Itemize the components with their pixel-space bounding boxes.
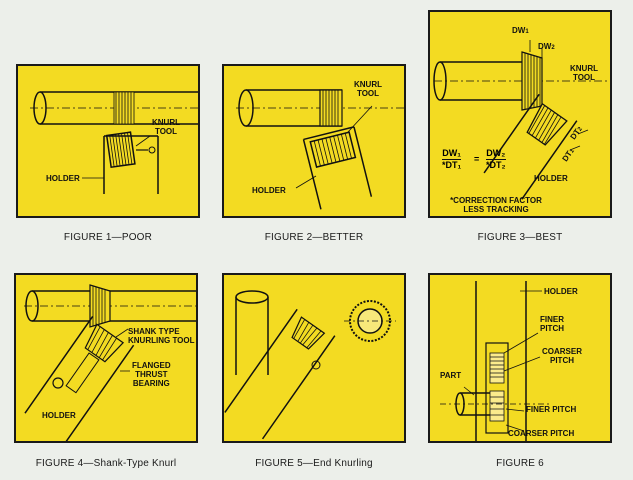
holder-label: HOLDER (534, 174, 568, 183)
figure-5-caption: FIGURE 5—End Knurling (255, 458, 373, 469)
ratio-left-top: DW₁ (442, 148, 461, 158)
dw1-label: DW1 (512, 26, 529, 35)
figure-1-drawing (30, 91, 198, 194)
knurl-tool-label: KNURL TOOL (152, 118, 180, 136)
figure-2-panel: KNURL TOOL HOLDER (222, 64, 406, 218)
figure-3-drawing (433, 40, 610, 200)
dw2-label: DW2 (538, 42, 555, 51)
ratio-left: DW₁ *DT₁ (442, 148, 462, 171)
figure-1-caption: FIGURE 1—POOR (63, 232, 153, 243)
figure-3-panel: DW1 DW2 KNURL TOOL DT2 DT1 HOLDER DW₁ *D… (428, 10, 612, 218)
coarser-pitch-label: COARSER PITCH (508, 429, 575, 438)
part-label: PART (440, 371, 462, 380)
coarser-pitch-top-label: COARSER PITCH (542, 347, 583, 365)
finer-pitch-label: FINER PITCH (526, 405, 577, 414)
figure-3-caption: FIGURE 3—BEST (477, 232, 563, 243)
shank-tool-label: SHANK TYPE KNURLING TOOL (128, 327, 195, 345)
knurl-tool-label: KNURL TOOL (354, 80, 382, 98)
figure-5-drawing (224, 290, 396, 440)
flanged-bearing-label: FLANGED THRUST BEARING (132, 361, 171, 388)
figure-6-drawing (440, 281, 550, 441)
ratio-right-top: DW₂ (486, 148, 506, 158)
figure-4-drawing (24, 284, 196, 441)
holder-label: HOLDER (252, 186, 286, 195)
figure-5-panel (222, 273, 406, 443)
correction-note: *CORRECTION FACTOR LESS TRACKING (450, 196, 542, 214)
holder-label: HOLDER (46, 174, 80, 183)
figure-1-panel: KNURL TOOL HOLDER (16, 64, 200, 218)
ratio-left-bottom: *DT₁ (442, 159, 462, 170)
holder-label: HOLDER (544, 287, 578, 296)
ratio-equals: = (474, 154, 480, 164)
ratio-right: DW₂ *DT₂ (486, 148, 506, 171)
figure-2-drawing (236, 89, 404, 210)
ratio-right-bottom: *DT₂ (486, 159, 506, 170)
figure-6-panel: HOLDER FINER PITCH COARSER PITCH PART FI… (428, 273, 612, 443)
figure-4-caption: FIGURE 4—Shank-Type Knurl (35, 458, 177, 469)
figure-4-panel: SHANK TYPE KNURLING TOOL FLANGED THRUST … (14, 273, 198, 443)
figure-6-caption: FIGURE 6 (496, 458, 544, 469)
knurl-tool-label: KNURL TOOL (570, 64, 598, 82)
figure-2-caption: FIGURE 2—BETTER (264, 232, 364, 243)
holder-label: HOLDER (42, 411, 76, 420)
finer-pitch-top-label: FINER PITCH (540, 315, 564, 333)
